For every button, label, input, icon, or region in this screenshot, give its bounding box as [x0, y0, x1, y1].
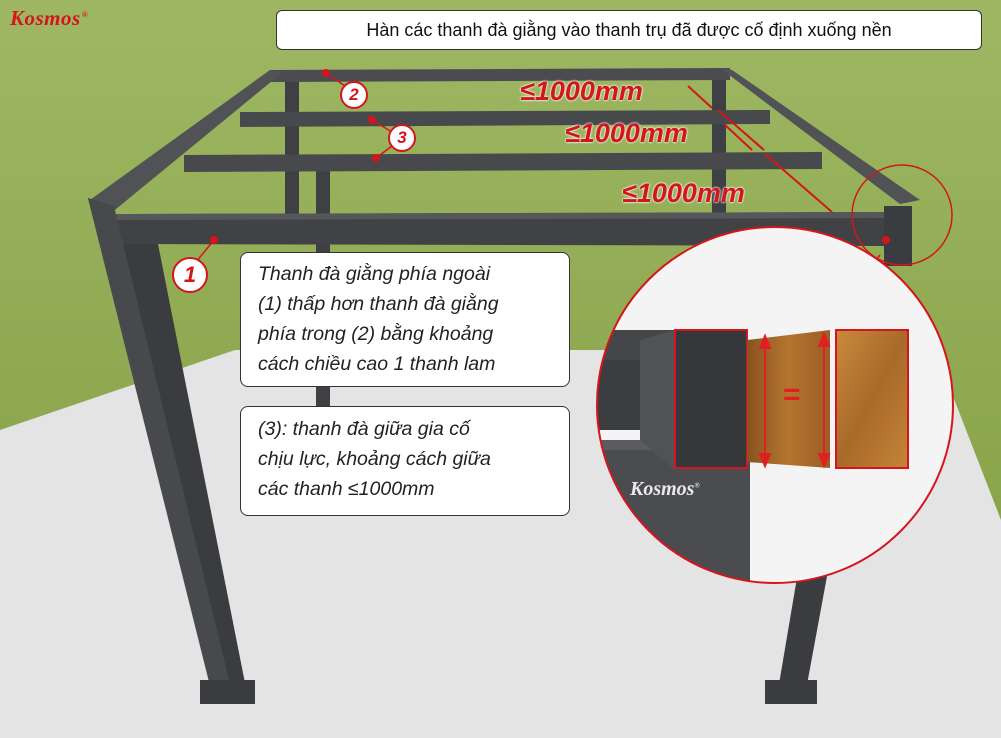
- detail-magnifier-border: [596, 226, 954, 584]
- note-middle-beam: (3): thanh đà giữa gia cố chịu lực, khoả…: [240, 406, 570, 516]
- front-right-post: [778, 560, 830, 690]
- back-left-post: [285, 72, 299, 232]
- dimension-arrows: [687, 85, 833, 213]
- note-outer-beam: Thanh đà giằng phía ngoài (1) thấp hơn t…: [240, 252, 570, 387]
- note-line: (1) thấp hơn thanh đà giằng: [258, 293, 499, 315]
- front-left-base-plate: [200, 680, 255, 704]
- dimension-label-3: ≤1000mm: [622, 178, 745, 208]
- note-line: chịu lực, khoảng cách giữa: [258, 448, 491, 470]
- front-right-base-plate: [765, 680, 817, 704]
- corner-highlight-circle: [851, 164, 953, 266]
- note-line: các thanh ≤1000mm: [258, 478, 435, 500]
- back-beam: [270, 68, 730, 82]
- label-1: 1: [172, 257, 208, 293]
- inner-beam-2: [240, 110, 770, 127]
- left-side-beam: [90, 70, 283, 214]
- note-line: (3): thanh đà giữa gia cố: [258, 418, 470, 440]
- note-line: phía trong (2) bằng khoảng: [258, 323, 494, 345]
- label-3: 3: [388, 124, 416, 152]
- label-2: 2: [340, 81, 368, 109]
- note-line: Thanh đà giằng phía ngoài: [258, 263, 491, 285]
- inner-beam-3: [184, 152, 822, 172]
- detail-watermark: Kosmos®: [630, 478, 700, 500]
- dimension-label-2: ≤1000mm: [565, 118, 688, 148]
- right-side-beam: [720, 68, 920, 204]
- front-right-post-top: [884, 206, 912, 266]
- back-right-post: [712, 72, 726, 217]
- note-line: cách chiều cao 1 thanh lam: [258, 353, 496, 375]
- dimension-label-1: ≤1000mm: [520, 76, 643, 106]
- brand-logo: Kosmos®: [10, 6, 89, 30]
- equal-sign: =: [783, 378, 801, 411]
- top-caption: Hàn các thanh đà giằng vào thanh trụ đã …: [276, 10, 982, 50]
